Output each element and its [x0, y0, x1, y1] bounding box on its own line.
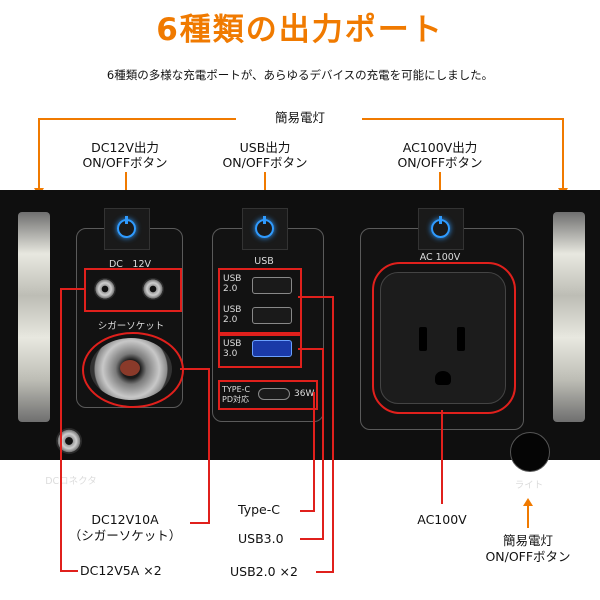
- dc12v-label-line1: DC12V出力: [91, 140, 159, 155]
- usb-arrow-line: [264, 172, 266, 192]
- callout-line-typec-v: [313, 392, 315, 512]
- callout-usb30: USB3.0: [238, 531, 284, 546]
- light-button-arrow-line: [527, 506, 529, 528]
- dc-port-1[interactable]: [94, 278, 116, 300]
- usb-label-line2: ON/OFFボタン: [222, 155, 308, 170]
- callout-light-line1: 簡易電灯: [502, 533, 553, 548]
- dc-port-2[interactable]: [142, 278, 164, 300]
- usb30-port[interactable]: [252, 340, 292, 357]
- typec-watt: 36W: [294, 389, 315, 399]
- usb20-highlight: [218, 268, 302, 334]
- ac100v-label-line2: ON/OFFボタン: [397, 155, 483, 170]
- dc-label: DC 12V: [108, 259, 152, 270]
- light-bracket-left-h: [38, 118, 236, 120]
- callout-line-cigar-v: [208, 368, 210, 524]
- callout-line-usb30-h1: [298, 348, 324, 350]
- light-button[interactable]: [510, 432, 550, 472]
- dc-connector-label: DCコネクタ: [45, 476, 97, 487]
- dc-ports-highlight: [84, 268, 182, 312]
- callout-light-line2: ON/OFFボタン: [485, 549, 571, 564]
- usb-label-line1: USB出力: [239, 140, 291, 155]
- callout-line-usb30-h2: [300, 538, 324, 540]
- ac-outlet[interactable]: [380, 272, 506, 404]
- cigar-label: シガーソケット: [97, 321, 165, 332]
- ac100v-label-line1: AC100V出力: [402, 140, 478, 155]
- dc12v-button-label: DC12V出力 ON/OFFボタン: [60, 140, 190, 170]
- usb30-highlight: [218, 334, 302, 368]
- ac100v-button-label: AC100V出力 ON/OFFボタン: [375, 140, 505, 170]
- light-button-arrow: [523, 498, 533, 506]
- usb-power-button[interactable]: [242, 208, 288, 250]
- light-bracket-right-h: [362, 118, 564, 120]
- ac-slot-left: [419, 327, 427, 351]
- typec-label: TYPE-C PD対応: [222, 385, 251, 404]
- power-icon: [255, 216, 274, 238]
- led-light-right: [553, 212, 585, 422]
- callout-line-usb20-h2: [316, 571, 334, 573]
- callout-dc12v10a: DC12V10A （シガーソケット）: [60, 512, 190, 544]
- light-bracket-left-v: [38, 118, 40, 188]
- page-title: 6種類の出力ポート: [156, 12, 444, 48]
- ac-ground-hole: [435, 371, 451, 385]
- callout-line-dc-h2: [60, 570, 78, 572]
- usb20-port-1[interactable]: [252, 277, 292, 294]
- callout-line-usb30-v: [322, 348, 324, 540]
- ac-slot-right: [457, 327, 465, 351]
- callout-line-usb20-h1: [298, 296, 334, 298]
- callout-line-usb20-v: [332, 296, 334, 572]
- usb-button-label: USB出力 ON/OFFボタン: [200, 140, 330, 170]
- cigar-socket[interactable]: [90, 338, 172, 400]
- usb20-b-label: USB 2.0: [223, 305, 242, 325]
- cigar-highlight: [82, 332, 184, 408]
- ac-label: AC 100V: [419, 252, 461, 263]
- power-icon: [431, 216, 450, 238]
- callout-line-dc-v: [60, 288, 62, 570]
- callout-typec: Type-C: [238, 502, 280, 517]
- led-light-left: [18, 212, 50, 422]
- cigar-center-pin: [120, 360, 140, 376]
- usb-label: USB: [254, 256, 274, 267]
- dc12v-power-button[interactable]: [104, 208, 150, 250]
- page-subtitle: 6種類の多様な充電ポートが、あらゆるデバイスの充電を可能にしました。: [106, 68, 494, 82]
- ac100v-power-button[interactable]: [418, 208, 464, 250]
- callout-line-typec-h: [300, 510, 315, 512]
- callout-dc12v5a: DC12V5A ×2: [80, 563, 162, 578]
- power-icon: [117, 216, 136, 238]
- light-label: 簡易電灯: [274, 110, 325, 125]
- dc12v-arrow-line: [125, 172, 127, 192]
- typec-highlight: [218, 380, 318, 410]
- callout-usb20: USB2.0 ×2: [230, 564, 298, 579]
- dc12v-label-line2: ON/OFFボタン: [82, 155, 168, 170]
- callout-dc12v10a-line2: （シガーソケット）: [68, 528, 182, 543]
- typec-port[interactable]: [258, 388, 290, 400]
- callout-light-button: 簡易電灯 ON/OFFボタン: [478, 533, 578, 565]
- ac100v-arrow-line: [439, 172, 441, 192]
- callout-line-dc-h1: [60, 288, 84, 290]
- usb20-a-label: USB 2.0: [223, 274, 242, 294]
- callout-dc12v10a-line1: DC12V10A: [91, 512, 159, 527]
- usb30-label: USB 3.0: [223, 339, 242, 359]
- callout-line-cigar-h2: [190, 522, 210, 524]
- callout-ac100v: AC100V: [417, 512, 467, 527]
- callout-line-ac-v: [441, 410, 443, 504]
- light-button-label: ライト: [514, 480, 544, 491]
- usb20-port-2[interactable]: [252, 307, 292, 324]
- callout-line-cigar-h1: [180, 368, 210, 370]
- light-bracket-right-v: [562, 118, 564, 188]
- ac-outlet-highlight: [372, 262, 516, 414]
